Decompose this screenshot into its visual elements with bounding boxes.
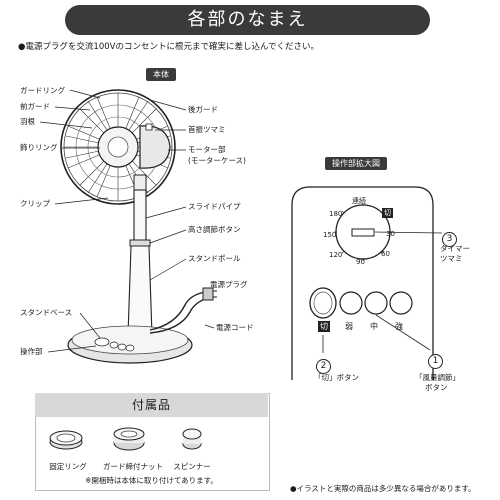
dial-continuous: 連続 xyxy=(352,197,366,205)
accessories-illustration xyxy=(49,427,202,451)
speed-key-strong: 強 xyxy=(395,322,403,331)
label-height-button: 高さ調節ボタン xyxy=(188,225,241,234)
tick-60: 60 xyxy=(381,250,390,258)
accessory-fixing-ring: 固定リング xyxy=(49,462,87,471)
page-title: 各部のなまえ xyxy=(65,5,430,35)
speed-button-strong xyxy=(389,291,413,315)
main-unit-tag: 本体 xyxy=(146,68,176,81)
stand-pole xyxy=(127,245,153,336)
label-swing-knob: 首振ツマミ xyxy=(188,125,226,134)
speed-key-weak: 弱 xyxy=(345,322,353,331)
accessory-spinner: スピンナー xyxy=(173,462,211,471)
fixing-ring-icon xyxy=(49,430,83,450)
label-rear-guard: 後ガード xyxy=(188,105,218,114)
label-clip: クリップ xyxy=(20,199,50,208)
timer-label-2: ツマミ xyxy=(440,254,463,263)
base-dial xyxy=(94,337,110,347)
label-blade: 羽根 xyxy=(20,117,35,126)
speed-button-mid xyxy=(364,291,388,315)
power-plug-note: ●電源プラグを交流100Vのコンセントに根元まで確実に差し込んでください。 xyxy=(18,42,320,52)
label-power-plug: 電源プラグ xyxy=(210,280,248,289)
tick-150: 150 xyxy=(323,231,337,239)
panel-outline xyxy=(291,186,434,380)
tick-90: 90 xyxy=(356,258,365,266)
off-button-label: 「切」ボタン xyxy=(314,373,359,382)
power-cord xyxy=(149,291,206,331)
label-front-guard: 前ガード xyxy=(20,102,50,111)
motor-housing xyxy=(139,125,171,169)
tick-180: 180 xyxy=(329,210,343,218)
panel-tag: 操作部拡大図 xyxy=(325,157,387,170)
label-guard-ring: ガードリング xyxy=(20,86,65,95)
bottom-note: ●イラストと実際の商品は多少異なる場合があります。 xyxy=(290,484,476,493)
dial-off: 切 xyxy=(382,208,393,218)
speed-label-1: 「風量調節」 xyxy=(415,373,460,382)
speed-button-weak xyxy=(339,291,363,315)
label-slide-pipe: スライドパイプ xyxy=(188,202,241,211)
label-motor: モーター部 xyxy=(188,145,226,154)
callout-3: 3 xyxy=(442,232,457,247)
label-control: 操作部 xyxy=(20,347,43,356)
slide-pipe xyxy=(133,189,147,243)
label-stand-pole: スタンドポール xyxy=(188,254,241,263)
spinner-icon xyxy=(182,428,202,450)
off-key-label: 切 xyxy=(318,321,330,332)
guard-nut-icon xyxy=(113,427,145,451)
accessories-title: 付属品 xyxy=(35,393,268,417)
timer-label-1: タイマー xyxy=(440,244,470,253)
callout-2: 2 xyxy=(316,359,331,374)
accessories-note: ※開梱時は本体に取り付けてあります。 xyxy=(85,476,218,485)
label-power-cord: 電源コード xyxy=(216,323,254,332)
label-motor-case: (モーターケース) xyxy=(188,156,246,165)
leader-lines xyxy=(39,89,215,353)
label-deco-ring: 飾りリング xyxy=(20,143,58,152)
tick-120: 120 xyxy=(329,251,343,259)
panel-illustration xyxy=(291,186,443,380)
callout-1: 1 xyxy=(428,354,443,369)
speed-label-2: ボタン xyxy=(425,383,448,392)
swing-knob xyxy=(145,123,153,131)
height-collar xyxy=(129,239,151,247)
tick-30: 30 xyxy=(386,230,395,238)
accessory-guard-nut: ガード締付ナット xyxy=(103,462,163,471)
speed-key-mid: 中 xyxy=(370,322,378,331)
label-stand-base: スタンドベース xyxy=(20,308,73,317)
